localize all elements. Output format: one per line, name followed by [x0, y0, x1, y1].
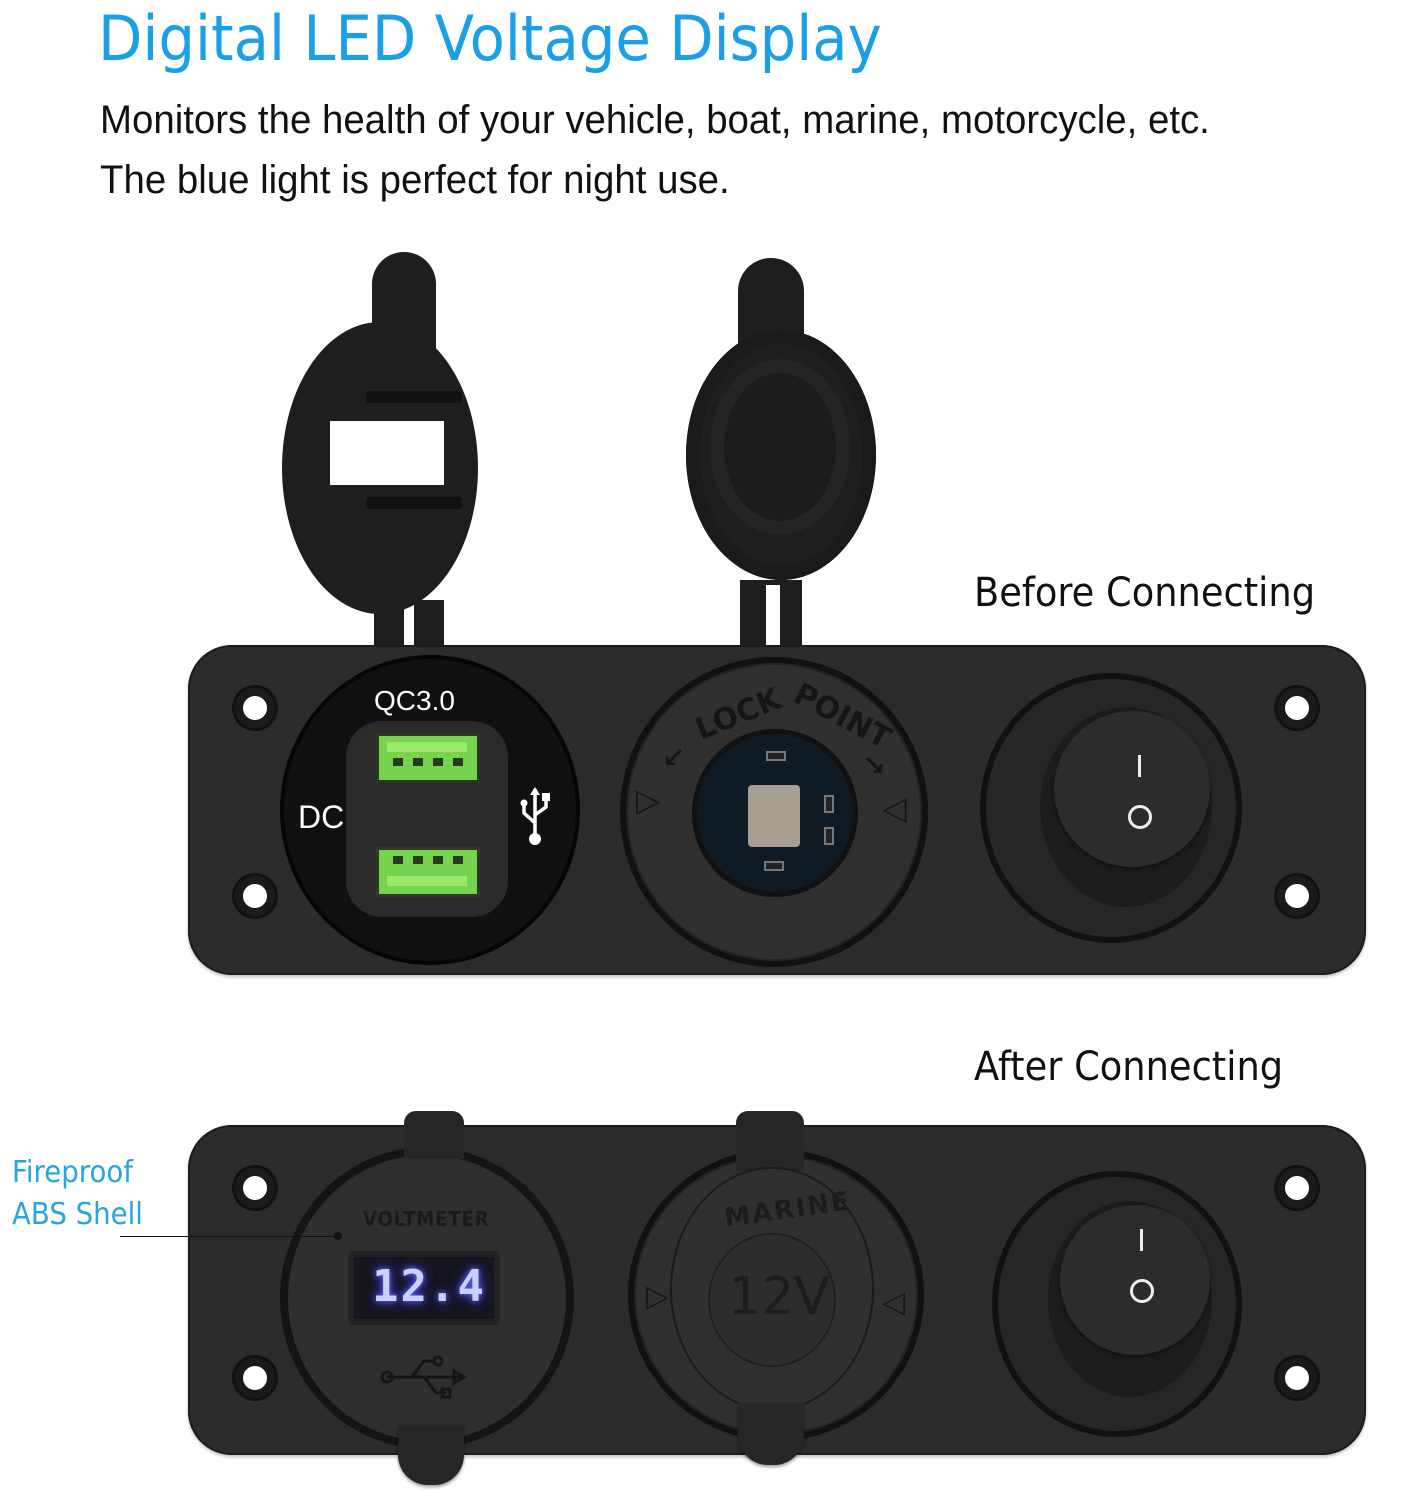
after-connecting-label: After Connecting	[974, 1044, 1284, 1090]
center-contact	[748, 785, 800, 847]
description-line-2: The blue light is perfect for night use.	[100, 158, 730, 202]
voltmeter-label: VOLTMETER	[363, 1207, 490, 1231]
voltmeter-cap-pull-tab[interactable]	[398, 1425, 464, 1485]
dc-label: DC	[298, 799, 345, 835]
callout-line-2: ABS Shell	[12, 1197, 143, 1232]
qc3-usb-charger: QC3.0 DC	[284, 659, 576, 961]
triangle-right-icon: ◁	[882, 1285, 906, 1320]
voltmeter-cap-hinge	[404, 1111, 464, 1159]
marine-cap[interactable]: MARINE 12V	[672, 1169, 872, 1409]
triangle-right-icon: ◁	[882, 789, 907, 827]
switch-rocker[interactable]	[1054, 711, 1210, 867]
smd-resistor-2	[824, 827, 834, 845]
panel-after-connecting: VOLTMETER 12.4 ▷ ◁ MARINE 12V	[188, 1111, 1366, 1485]
usb-port-2[interactable]	[376, 847, 480, 897]
mount-hole-bottom-right	[1274, 1355, 1320, 1401]
before-connecting-label: Before Connecting	[974, 570, 1316, 616]
marine-cap-hinge	[736, 1111, 804, 1171]
switch-off-symbol	[1130, 1279, 1154, 1303]
usb-trident-icon	[520, 787, 550, 845]
mount-hole-bottom-left	[232, 1355, 278, 1401]
usb-port-1[interactable]	[376, 733, 480, 783]
usb-cap-latch-top	[366, 391, 462, 403]
usb-icon	[380, 1355, 467, 1399]
smd-resistor-1	[824, 795, 834, 813]
switch-on-symbol	[1138, 755, 1141, 777]
lighter-socket[interactable]: LOCK POINT ↙ ↘ ▷ ◁	[620, 657, 928, 967]
marine-cap-pull-tab[interactable]	[738, 1403, 804, 1465]
callout-leader-dot	[334, 1232, 342, 1240]
mount-hole-top-left	[232, 685, 278, 731]
description-line-1: Monitors the health of your vehicle, boa…	[100, 98, 1210, 142]
panel-before-connecting: QC3.0 DC LOCK POINT ↙ ↘ ▷ ◁	[188, 645, 1366, 975]
smd-led	[766, 751, 786, 761]
voltmeter-usb-charger: VOLTMETER 12.4	[288, 1155, 566, 1441]
lighter-cap-strap-slot	[766, 585, 780, 645]
usb-cap-latch-bottom	[366, 497, 462, 509]
marine-text: MARINE	[722, 1186, 853, 1234]
mount-hole-top-left	[232, 1165, 278, 1211]
qc3-label: QC3.0	[374, 685, 455, 716]
mount-hole-bottom-left	[232, 873, 278, 919]
fireproof-callout: Fireproof ABS Shell	[12, 1152, 143, 1236]
voltage-display: 12.4	[348, 1251, 500, 1325]
switch-on-symbol	[1140, 1229, 1143, 1251]
triangle-left-icon: ▷	[636, 781, 661, 819]
mount-hole-bottom-right	[1274, 873, 1320, 919]
lighter-cap-plug	[724, 373, 836, 521]
arrow-right-icon: ↘	[862, 749, 886, 782]
12v-text: 12V	[728, 1267, 830, 1327]
mount-hole-top-right	[1274, 1165, 1320, 1211]
arrow-left-icon: ↙	[662, 741, 686, 774]
usb-cap-window	[330, 421, 444, 485]
triangle-left-icon: ▷	[646, 1279, 670, 1314]
marine-cap-center: 12V	[708, 1233, 836, 1367]
mount-hole-top-right	[1274, 685, 1320, 731]
smd-resistor-3	[764, 861, 784, 871]
lighter-socket-cavity	[692, 729, 858, 897]
callout-leader-line	[120, 1236, 338, 1237]
voltage-reading: 12.4	[372, 1261, 486, 1312]
switch-off-symbol	[1128, 805, 1152, 829]
callout-line-1: Fireproof	[12, 1155, 134, 1190]
page-title: Digital LED Voltage Display	[98, 2, 882, 75]
